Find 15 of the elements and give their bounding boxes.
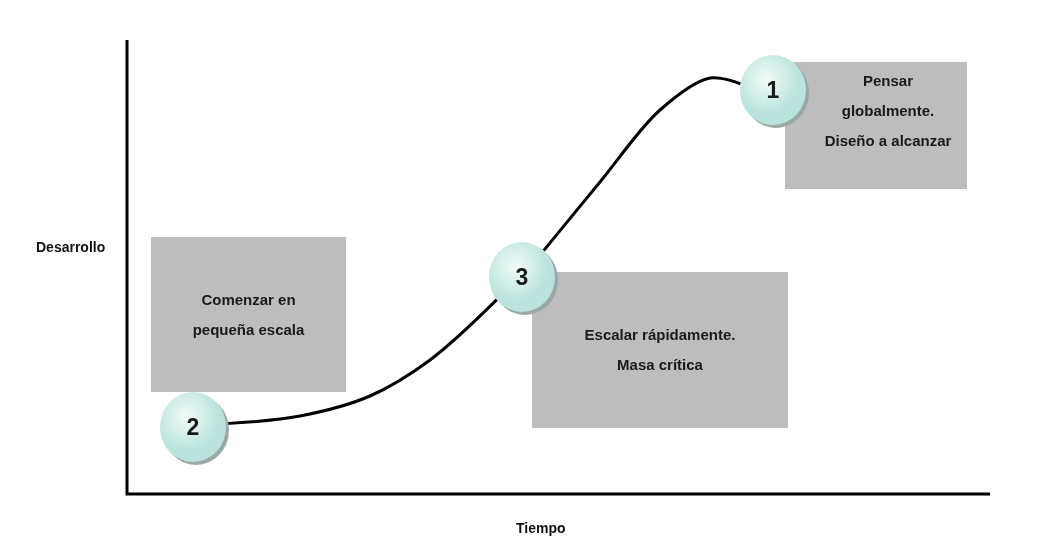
numbered-circle <box>160 392 226 462</box>
box-text: Comenzar en pequeña escala <box>191 289 306 340</box>
y-axis-label: Desarrollo <box>36 239 106 255</box>
x-axis-label: Tiempo <box>516 520 566 536</box>
step-number: 2 <box>186 413 200 441</box>
step-number: 1 <box>766 76 780 104</box>
text-box <box>532 272 788 428</box>
s-curve-line <box>542 76 742 252</box>
numbered-circle <box>740 55 806 125</box>
text-box <box>151 237 346 392</box>
box-text: Escalar rápidamente. Masa crítica <box>583 325 737 375</box>
text-box <box>785 62 967 189</box>
box-text: Pensar globalmente. Diseño a alcanzar <box>823 70 953 151</box>
step-number: 3 <box>515 263 529 291</box>
numbered-circle <box>489 242 555 312</box>
